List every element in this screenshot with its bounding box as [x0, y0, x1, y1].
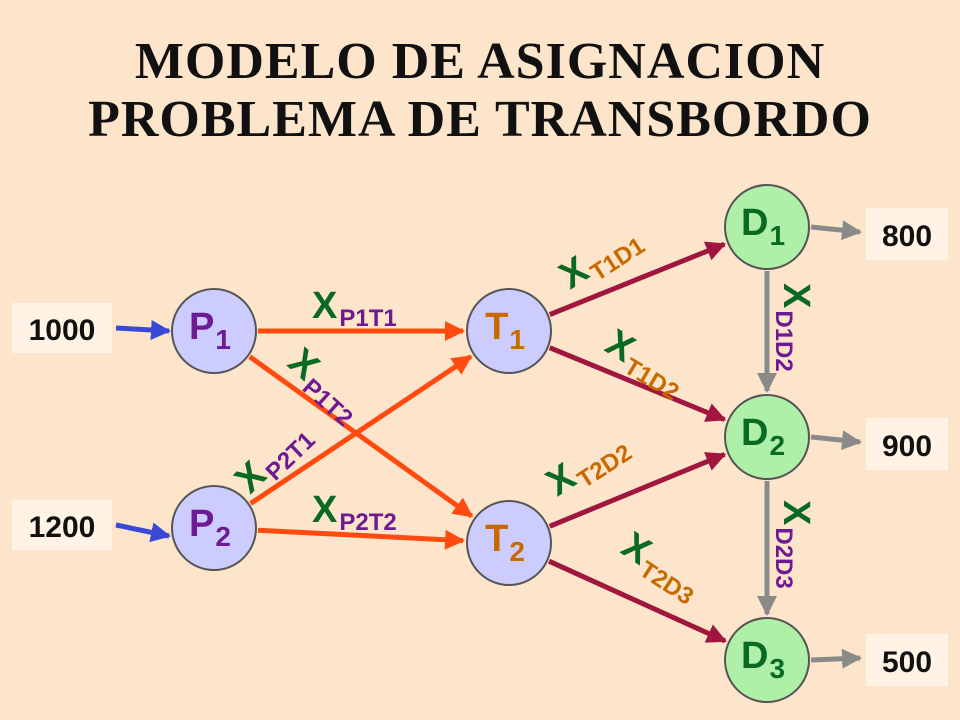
edge-label-t1d2: XT1D2: [596, 322, 694, 407]
node-p1: P1: [171, 288, 257, 374]
supply-arrow-p1: [115, 319, 171, 340]
edge-t1-d2: [548, 345, 727, 422]
edge-p2-t1: [249, 354, 473, 506]
demand-arrow-d3: [810, 648, 862, 669]
edge-label-var: X: [312, 489, 338, 531]
node-label: T2: [485, 518, 525, 567]
edge-label-t1d1: XT1D1: [552, 215, 650, 301]
node-circle: [724, 394, 810, 480]
demand-box-d2: [866, 418, 948, 470]
node-circle: [724, 617, 810, 703]
title-line-1: MODELO DE ASIGNACION: [134, 33, 826, 90]
demand-arrow-d2: [810, 430, 862, 451]
node-label: P1: [189, 306, 231, 355]
svg-text:XP2T2: XP2T2: [312, 489, 397, 536]
supply-value-p1: 1000: [29, 314, 96, 347]
edge-p2-t2: [257, 527, 466, 550]
node-label: T1: [485, 306, 525, 355]
edge-label-d2d3: XD2D3: [770, 500, 817, 589]
edge-label-var: X: [539, 455, 584, 504]
supply-arrow-p2: [115, 522, 171, 543]
node-t1: T1: [466, 288, 552, 374]
node-label: D1: [741, 202, 785, 251]
edge-p1-t2: [248, 354, 474, 519]
node-circle: [724, 184, 810, 270]
node-d2: D2: [724, 394, 810, 480]
node-circle: [171, 485, 257, 571]
demand-arrow-d1: [810, 220, 862, 241]
edge-label-index: P2T2: [339, 509, 396, 536]
edge-label-index: D2D3: [770, 527, 797, 588]
node-d1: D1: [724, 184, 810, 270]
node-circle: [171, 288, 257, 374]
edge-label-index: T1D2: [619, 353, 683, 406]
edge-label-d1d2: XD1D2: [770, 283, 817, 372]
edge-label-index: P1T2: [297, 374, 358, 432]
edge-label-p2t2: XP2T2: [312, 489, 397, 536]
edge-label-p1t1: XP1T1: [312, 285, 397, 332]
edge-label-var: X: [775, 283, 817, 309]
node-d3: D3: [724, 617, 810, 703]
edge-t2-d2: [548, 452, 727, 529]
demand-value-d3: 500: [882, 646, 932, 679]
node-p2: P2: [171, 485, 257, 571]
supply-box-p1: [12, 303, 112, 353]
edge-label-index: D1D2: [770, 310, 797, 371]
edge-label-var: X: [312, 285, 338, 327]
demand-value-d1: 800: [882, 220, 932, 253]
edge-label-var: X: [552, 248, 597, 297]
demand-value-d2: 900: [882, 430, 932, 463]
edge-label-index: P1T1: [339, 305, 396, 332]
edge-label-p2t1: XP2T1: [227, 412, 321, 505]
edge-label-var: X: [775, 500, 817, 526]
node-t2: T2: [466, 500, 552, 586]
title-line-2: PROBLEMA DE TRANSBORDO: [88, 91, 872, 148]
supply-box-p2: [12, 500, 112, 550]
svg-text:XT1D1: XT1D1: [552, 215, 650, 301]
node-label: D3: [741, 635, 785, 684]
node-circle: [466, 288, 552, 374]
svg-text:XP2T1: XP2T1: [227, 412, 321, 505]
svg-text:XD1D2: XD1D2: [770, 283, 817, 372]
demand-box-d3: [866, 634, 948, 686]
supply-value-p2: 1200: [29, 511, 96, 544]
node-label: D2: [741, 412, 785, 461]
svg-text:XT1D2: XT1D2: [596, 322, 694, 407]
svg-text:XD2D3: XD2D3: [770, 500, 817, 589]
svg-text:XP1T1: XP1T1: [312, 285, 397, 332]
node-circle: [466, 500, 552, 586]
edge-t1-d1: [548, 241, 727, 317]
edge-t2-d3: [548, 558, 727, 644]
demand-box-d1: [866, 208, 948, 260]
edge-label-index: T2D2: [573, 439, 637, 494]
node-label: P2: [189, 503, 231, 552]
